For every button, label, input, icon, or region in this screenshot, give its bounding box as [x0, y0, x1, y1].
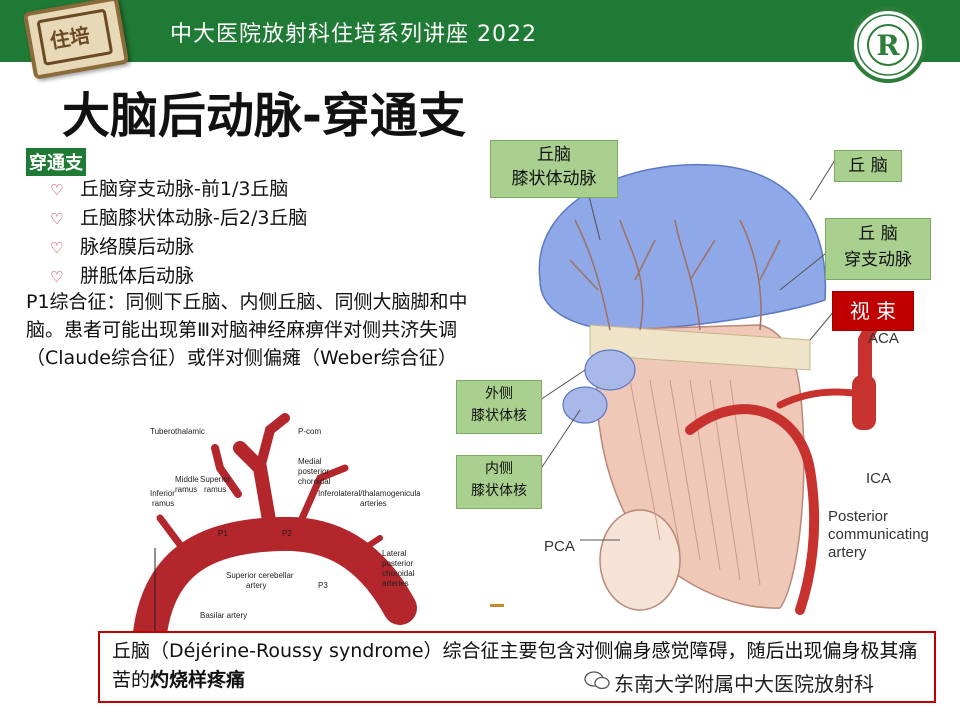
callout-line: 穿支动脉: [844, 250, 912, 270]
seal-graphic: R: [857, 14, 919, 76]
label-pca: PCA: [544, 538, 575, 555]
list-item: ♡ 胼胝体后动脉: [50, 262, 307, 291]
svg-text:Basilar artery: Basilar artery: [200, 611, 247, 620]
series-title: 中大医院放射科住培系列讲座 2022: [170, 22, 537, 47]
bullet-list: ♡ 丘脑穿支动脉-前1/3丘脑 ♡ 丘脑膝状体动脉-后2/3丘脑 ♡ 脉络膜后动脉 ♡…: [50, 175, 307, 291]
svg-text:artery: artery: [246, 581, 266, 590]
svg-text:Superior cerebellar: Superior cerebellar: [226, 571, 294, 580]
orange-mark: [490, 604, 504, 607]
svg-text:Lateral: Lateral: [382, 549, 407, 558]
section-label: 穿通支: [26, 148, 86, 176]
svg-text:ramus: ramus: [152, 499, 174, 508]
svg-text:Inferior: Inferior: [150, 489, 175, 498]
callout-optic-tract: 视 束: [832, 291, 914, 331]
slide-title: 大脑后动脉-穿通支: [62, 88, 466, 144]
training-badge: 住培: [22, 0, 130, 80]
label-line: Posterior: [828, 508, 889, 525]
callout-line: 膝状体动脉: [511, 169, 597, 189]
svg-text:ramus: ramus: [175, 485, 197, 494]
svg-text:choroidal: choroidal: [382, 569, 415, 578]
svg-text:Medial: Medial: [298, 457, 322, 466]
svg-text:P3: P3: [318, 581, 328, 590]
thalamus-anatomy-illustration: [538, 159, 882, 615]
svg-text:Superior: Superior: [200, 475, 231, 484]
svg-text:Tuberothalamic: Tuberothalamic: [150, 427, 205, 436]
svg-text:P2: P2: [282, 529, 292, 538]
callout-thalamus: 丘 脑: [834, 150, 902, 182]
bullet-text: 丘脑穿支动脉-前1/3丘脑: [80, 178, 289, 200]
callout-line: 丘 脑: [858, 224, 898, 244]
label-pcom: Posterior communicating artery: [828, 508, 929, 562]
bullet-text: 脉络膜后动脉: [80, 236, 195, 258]
svg-text:ramus: ramus: [204, 485, 226, 494]
svg-text:arteries: arteries: [360, 499, 387, 508]
pca-branch-diagram: Tuberothalamic P-com Medial posterior ch…: [133, 413, 420, 633]
bullet-text: 胼胝体后动脉: [80, 265, 195, 287]
wechat-icon: [584, 671, 610, 690]
department-seal: R: [850, 7, 926, 83]
svg-text:Middle: Middle: [175, 475, 199, 484]
label-line: communicating: [828, 526, 929, 543]
svg-text:arteries: arteries: [382, 579, 409, 588]
svg-text:posterior: posterior: [298, 467, 329, 476]
list-item: ♡ 脉络膜后动脉: [50, 233, 307, 262]
svg-text:posterior: posterior: [382, 559, 413, 568]
callout-medial-geniculate: 内侧 膝状体核: [456, 455, 542, 509]
callout-line: 膝状体核: [471, 483, 527, 499]
callout-thalamoperforating: 丘 脑 穿支动脉: [825, 218, 931, 280]
svg-text:P-com: P-com: [298, 427, 321, 436]
label-line: artery: [828, 544, 867, 561]
heart-bullet-icon: ♡: [50, 210, 64, 228]
heart-bullet-icon: ♡: [50, 268, 64, 286]
list-item: ♡ 丘脑膝状体动脉-后2/3丘脑: [50, 204, 307, 233]
syndrome-note: 丘脑（Déjérine-Roussy syndrome）综合征主要包含对侧偏身感…: [98, 631, 936, 703]
note-emphasis: 灼烧样疼痛: [150, 669, 246, 691]
bullet-text: 丘脑膝状体动脉-后2/3丘脑: [80, 207, 308, 229]
label-ica: ICA: [866, 470, 892, 487]
svg-text:choroidal: choroidal: [298, 477, 331, 486]
callout-line: 膝状体核: [471, 408, 527, 424]
callout-thalamogeniculate: 丘脑 膝状体动脉: [490, 140, 618, 198]
callout-line: 内侧: [485, 461, 513, 477]
note-text: 丘脑（Déjérine-Roussy syndrome）综合征主要包含对侧偏身感…: [112, 640, 918, 691]
callout-lateral-geniculate: 外侧 膝状体核: [456, 380, 542, 434]
wechat-watermark: 东南大学附属中大医院放射科: [614, 672, 874, 696]
svg-text:R: R: [876, 29, 900, 62]
p1-syndrome-summary: P1综合征：同侧下丘脑、内侧丘脑、同侧大脑脚和中脑。患者可能出现第Ⅲ对脑神经麻痹…: [26, 291, 468, 369]
list-item: ♡ 丘脑穿支动脉-前1/3丘脑: [50, 175, 307, 204]
svg-text:P1: P1: [218, 529, 228, 538]
heart-bullet-icon: ♡: [50, 181, 64, 199]
callout-line: 丘脑: [537, 145, 571, 165]
label-aca: ACA: [868, 330, 899, 347]
heart-bullet-icon: ♡: [50, 239, 64, 257]
callout-line: 外侧: [485, 386, 513, 402]
svg-text:Inferolateral/thalamogeniculat: Inferolateral/thalamogeniculate: [318, 489, 420, 498]
header-banner: [0, 0, 960, 62]
